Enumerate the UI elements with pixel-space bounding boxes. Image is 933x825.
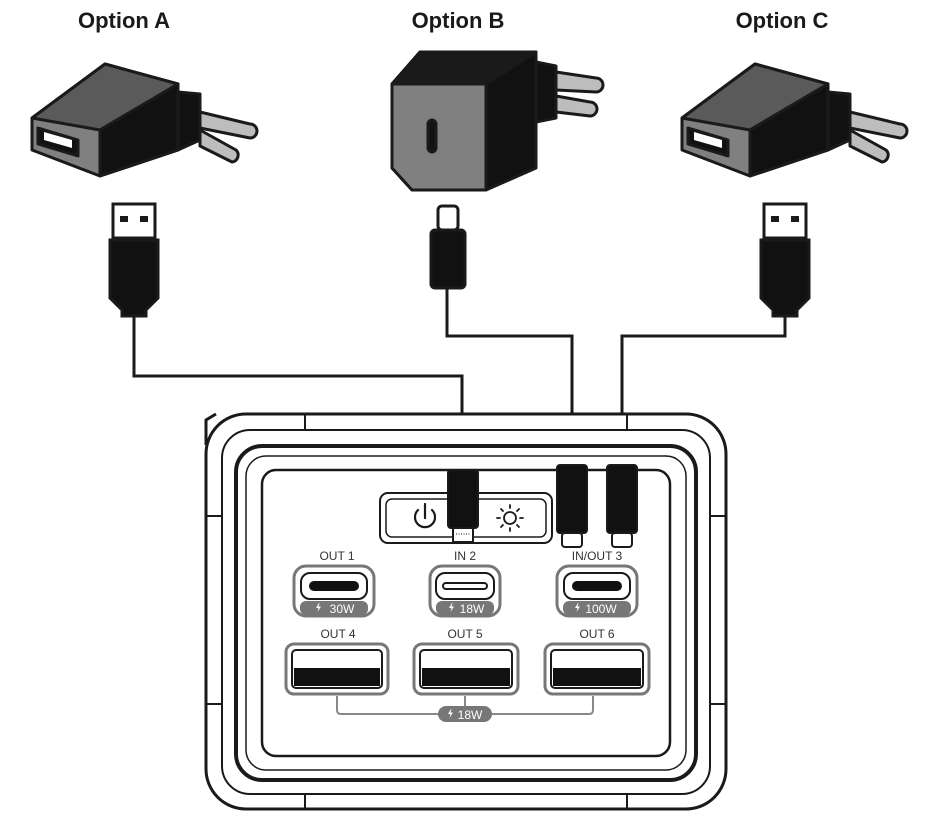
power-usb-shared: 18W — [458, 708, 483, 722]
port-out1: 30W — [292, 564, 376, 618]
port-out5 — [412, 642, 520, 696]
sun-icon[interactable] — [496, 504, 524, 532]
port-label-out1: OUT 1 — [319, 549, 354, 563]
usb-c-plug-option-b — [429, 204, 467, 290]
power-inout3: 100W — [585, 602, 617, 616]
port-inout3: 100W — [555, 564, 639, 618]
port-label-in2: IN 2 — [454, 549, 476, 563]
port-label-out4: OUT 4 — [320, 627, 355, 641]
power-in2: 18W — [460, 602, 485, 616]
plug-inout3-right — [606, 464, 638, 548]
option-c-title: Option C — [735, 8, 829, 33]
charger-a — [30, 62, 259, 178]
charger-c — [680, 62, 909, 178]
plug-in2 — [447, 469, 479, 543]
usb-a-plug-option-a — [108, 202, 160, 318]
port-in2: 18W — [428, 564, 502, 618]
port-label-out5: OUT 5 — [447, 627, 482, 641]
power-icon[interactable] — [413, 502, 437, 529]
port-label-out6: OUT 6 — [579, 627, 614, 641]
port-out6 — [543, 642, 651, 696]
power-out1: 30W — [330, 602, 355, 616]
cable-option-b — [445, 285, 574, 470]
port-label-inout3: IN/OUT 3 — [572, 549, 623, 563]
usb-shared-power-bracket: 18W — [336, 696, 594, 722]
plug-inout3-left — [556, 464, 588, 548]
option-a-title: Option A — [77, 8, 171, 33]
cable-option-c — [620, 315, 787, 470]
option-b-title: Option B — [411, 8, 505, 33]
usb-a-plug-option-c — [759, 202, 811, 318]
port-out4 — [284, 642, 390, 696]
charger-b — [390, 50, 605, 192]
